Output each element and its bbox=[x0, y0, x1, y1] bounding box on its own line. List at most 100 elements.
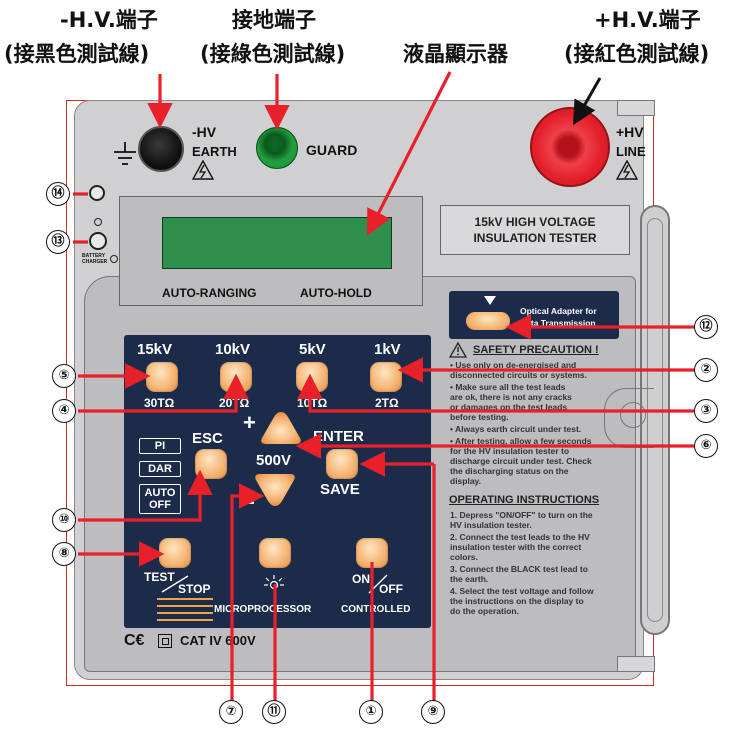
key-15kv-button[interactable] bbox=[146, 362, 178, 392]
hv-plus-subtitle: (接紅色測試線) bbox=[564, 42, 710, 66]
charger-label: CHARGER bbox=[82, 259, 108, 265]
plus-hv-label: +HV bbox=[616, 124, 644, 140]
enter-save-button[interactable] bbox=[326, 449, 358, 479]
callout-9: ⑨ bbox=[421, 700, 445, 724]
callout-14: ⑭ bbox=[46, 182, 70, 206]
key-10kv-label: 10kV bbox=[215, 341, 251, 358]
safety-line-9: discharge circuit under test. Check bbox=[450, 456, 592, 466]
title-box: 15kV HIGH VOLTAGE INSULATION TESTER bbox=[440, 205, 630, 255]
lcd-screen bbox=[162, 217, 392, 269]
auto-off-box: AUTO OFF bbox=[139, 484, 181, 514]
key-1kv-label: 1kV bbox=[374, 341, 401, 358]
earth-subtitle: (接綠色測試線) bbox=[200, 42, 346, 66]
leader-lcd bbox=[367, 71, 452, 236]
safety-line-6: • Always earth circuit under test. bbox=[450, 424, 582, 434]
leader-4 bbox=[78, 373, 249, 413]
callout-8: ⑧ bbox=[52, 542, 76, 566]
earth-label: EARTH bbox=[192, 144, 237, 159]
on-label: ON bbox=[352, 572, 370, 586]
controlled-label: CONTROLLED bbox=[341, 604, 411, 615]
optical-port[interactable] bbox=[466, 312, 510, 330]
off-label: OFF bbox=[149, 499, 171, 511]
hv-plus-title: +H.V.端子 bbox=[594, 8, 701, 32]
safety-line-11: display. bbox=[450, 476, 482, 486]
backlight-button[interactable] bbox=[259, 538, 291, 568]
minus-hv-label: -HV bbox=[192, 124, 217, 140]
callout-10: ⑩ bbox=[52, 508, 76, 532]
callout-5: ⑤ bbox=[52, 364, 76, 388]
v500-label: 500V bbox=[256, 452, 292, 469]
ops-line-3: insulation tester with the correct bbox=[450, 542, 582, 552]
ground-symbol-icon bbox=[114, 142, 136, 165]
down-triangle-icon bbox=[484, 296, 496, 305]
callout-12: ⑫ bbox=[694, 315, 718, 339]
key-1kv-button[interactable] bbox=[370, 362, 402, 392]
test-label: TEST bbox=[144, 570, 175, 584]
lcd-auto-hold: AUTO-HOLD bbox=[300, 286, 372, 300]
safety-line-4: or damages on the test leads bbox=[450, 402, 568, 412]
auto-label: AUTO bbox=[144, 487, 176, 499]
leader-7 bbox=[230, 483, 265, 706]
lcd-title: 液晶顯示器 bbox=[403, 42, 508, 66]
strap-ring bbox=[620, 402, 646, 428]
hv-minus-subtitle: (接黑色測試線) bbox=[4, 42, 150, 66]
off-button-label: OFF bbox=[379, 582, 403, 596]
callout-6: ⑥ bbox=[694, 434, 718, 458]
device-title-line2: INSULATION TESTER bbox=[473, 231, 597, 245]
safety-line-1: disconnected circuits or systems. bbox=[450, 370, 587, 380]
optical-label-1: Optical Adapter for bbox=[520, 306, 597, 316]
plus-hv-terminal[interactable] bbox=[530, 107, 610, 187]
dar-mode-label: DAR bbox=[139, 461, 181, 477]
ops-line-8: the instructions on the display to bbox=[450, 596, 584, 606]
strap-inner bbox=[647, 218, 663, 622]
callout-3: ③ bbox=[694, 399, 718, 423]
safety-line-0: • Use only on de-energised and bbox=[450, 360, 577, 370]
ops-line-6: the earth. bbox=[450, 574, 489, 584]
hv-minus-title: -H.V.端子 bbox=[60, 8, 158, 32]
ops-line-7: 4. Select the test voltage and follow bbox=[450, 586, 594, 596]
indicator-led-14 bbox=[89, 185, 105, 201]
leader-3 bbox=[297, 373, 694, 413]
microprocessor-label: MICROPROCESSOR bbox=[214, 604, 312, 615]
down-arrow-button[interactable] bbox=[254, 472, 296, 508]
leader-10 bbox=[78, 469, 213, 522]
ops-line-2: 2. Connect the test leads to the HV bbox=[450, 532, 590, 542]
hv-warning-icon bbox=[192, 160, 214, 180]
small-led bbox=[94, 218, 102, 226]
lcd-auto-ranging: AUTO-RANGING bbox=[162, 286, 257, 300]
key-10kv-range: 20TΩ bbox=[219, 396, 250, 410]
ce-mark: C€ bbox=[124, 632, 145, 649]
leader-plus-hv bbox=[573, 77, 602, 126]
callout-11: ⑪ bbox=[262, 700, 286, 724]
safety-line-2: • Make sure all the test leads bbox=[450, 382, 566, 392]
key-5kv-range: 10TΩ bbox=[297, 396, 328, 410]
stop-label: STOP bbox=[178, 582, 211, 596]
ops-line-0: 1. Depress "ON/OFF" to turn on the bbox=[450, 510, 593, 520]
earth-title: 接地端子 bbox=[232, 8, 316, 32]
charger-jack-13[interactable] bbox=[89, 232, 107, 250]
battery-label: BATTERY bbox=[82, 253, 106, 259]
esc-label: ESC bbox=[192, 430, 223, 447]
up-arrow-button[interactable] bbox=[260, 410, 302, 446]
key-15kv-range: 30TΩ bbox=[144, 396, 175, 410]
safety-line-7: • After testing, allow a few seconds bbox=[450, 436, 592, 446]
enter-label: ENTER bbox=[313, 428, 364, 445]
device-title-line1: 15kV HIGH VOLTAGE bbox=[474, 215, 596, 229]
key-5kv-label: 5kV bbox=[299, 341, 326, 358]
callout-13: ⑬ bbox=[46, 230, 70, 254]
ops-line-1: HV insulation tester. bbox=[450, 520, 532, 530]
optical-label-2: Data Transmission bbox=[520, 318, 596, 328]
key-15kv-label: 15kV bbox=[137, 341, 173, 358]
safety-warning-icon bbox=[449, 342, 467, 358]
test-indicator-stripes bbox=[157, 598, 213, 621]
strap-clip-bottom bbox=[617, 656, 655, 672]
hv-warning-icon-right bbox=[616, 160, 638, 180]
guard-label: GUARD bbox=[306, 142, 358, 158]
key-1kv-range: 2TΩ bbox=[375, 396, 399, 410]
ops-line-5: 3. Connect the BLACK test lead to bbox=[450, 564, 588, 574]
safety-line-3: are ok, there is not any cracks bbox=[450, 392, 572, 402]
plus-sign: + bbox=[243, 410, 256, 435]
callout-1: ① bbox=[359, 700, 383, 724]
double-insulation-icon bbox=[158, 634, 172, 648]
safety-line-5: before testing. bbox=[450, 412, 509, 422]
